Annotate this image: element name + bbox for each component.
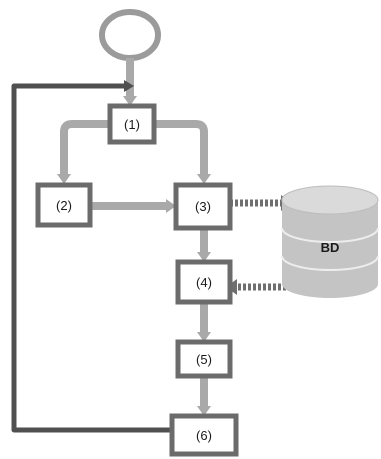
start-node [99,9,161,61]
database-label: BD [321,240,340,255]
database-cylinder: BD [281,185,379,298]
node-4: (4) [175,259,233,305]
arrow-1-to-3 [154,120,211,184]
node-6: (6) [169,413,239,457]
arrow-2-to-3 [90,199,176,213]
node-3-label: (3) [195,199,211,214]
arrow-5-to-6 [197,376,211,416]
node-1-label: (1) [124,117,140,132]
node-3: (3) [173,182,233,231]
loop-arrow-6-to-1 [11,80,172,433]
arrow-1-to-2 [57,120,110,184]
node-5-label: (5) [196,352,212,367]
node-2: (2) [35,182,93,228]
node-1: (1) [107,103,157,145]
arrow-4-to-5 [197,302,211,342]
node-6-label: (6) [196,428,212,443]
node-2-label: (2) [56,198,72,213]
arrow-start-to-1 [123,58,137,106]
node-5: (5) [175,339,233,379]
arrow-3-to-4 [197,228,211,262]
node-4-label: (4) [196,275,212,290]
